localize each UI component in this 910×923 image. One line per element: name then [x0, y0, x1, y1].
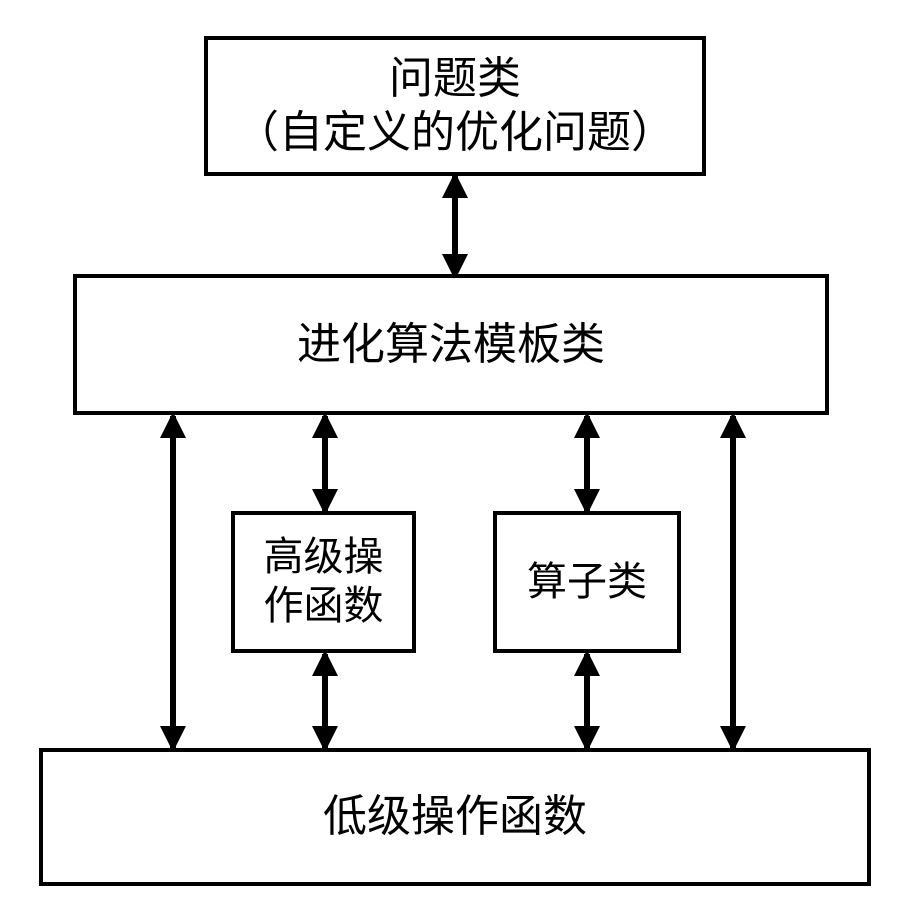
- connector-template-lowops-right: [716, 412, 750, 752]
- node-evolutionary-algorithm-template-class[interactable]: 进化算法模板类: [73, 274, 829, 415]
- connector-operator-lowops: [570, 650, 604, 752]
- connector-template-operator: [570, 412, 604, 515]
- connector-problem-template: [438, 172, 472, 280]
- node-problem-class[interactable]: 问题类 （自定义的优化问题）: [204, 36, 706, 176]
- node-low-level-operation-functions[interactable]: 低级操作函数: [39, 748, 871, 886]
- connector-highops-lowops: [308, 650, 342, 752]
- node-high-level-operation-functions[interactable]: 高级操 作函数: [231, 511, 416, 653]
- connector-template-highops: [308, 412, 342, 515]
- connector-template-lowops-left: [156, 412, 190, 752]
- node-operator-class[interactable]: 算子类: [493, 511, 681, 653]
